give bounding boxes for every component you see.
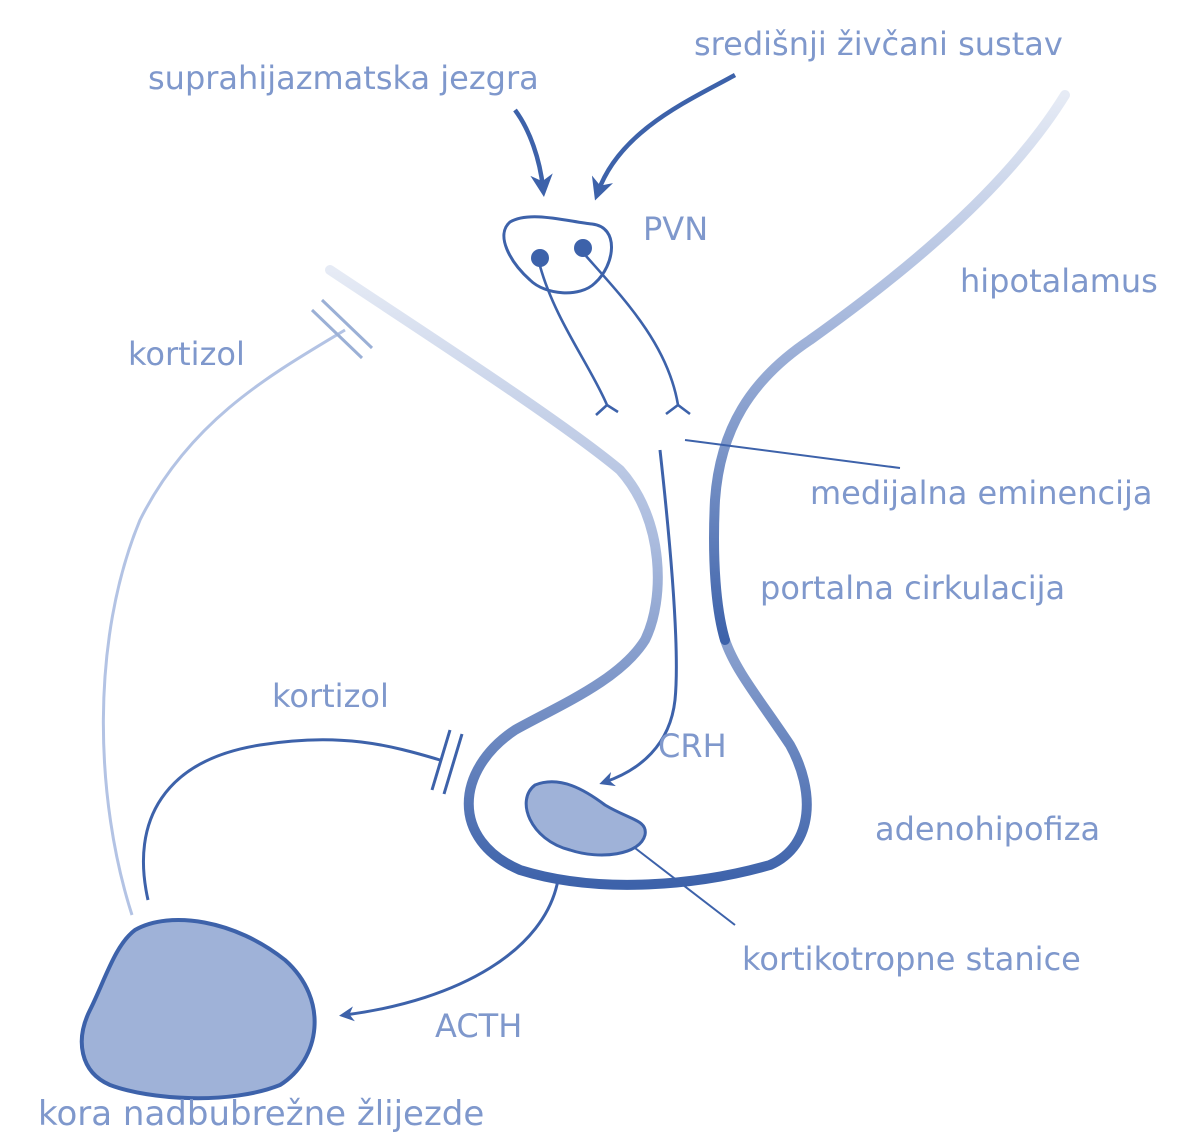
- label-acth: ACTH: [435, 1010, 522, 1042]
- label-crh: CRH: [658, 730, 727, 762]
- label-scn: suprahijazmatska jezgra: [148, 62, 539, 94]
- label-pvn: PVN: [643, 213, 708, 245]
- cns-arrow: [598, 75, 735, 192]
- pvn-nucleus: [504, 217, 612, 293]
- label-cns: središnji živčani sustav: [694, 28, 1063, 60]
- acth-arrow: [345, 880, 558, 1015]
- stalk-right-wall: [714, 95, 1065, 640]
- inhibition-bar-2a: [312, 310, 362, 358]
- scn-arrow: [515, 110, 543, 188]
- label-adenohypophysis: adenohipofiza: [875, 813, 1100, 845]
- cortisol-feedback-pituitary: [143, 740, 440, 900]
- label-corticotrophs: kortikotropne stanice: [742, 943, 1081, 975]
- adrenal-cortex-gland: [82, 920, 315, 1098]
- label-adrenal-cortex: kora nadbubrežne žlijezde: [38, 1097, 484, 1131]
- pvn-neuron-2: [574, 239, 592, 257]
- label-cortisol-mid: kortizol: [272, 680, 389, 712]
- pvn-neuron-1: [531, 249, 549, 267]
- cortisol-feedback-hypothalamus: [103, 330, 345, 915]
- axon-1-terminal: [596, 405, 618, 415]
- label-median-eminence: medijalna eminencija: [810, 477, 1153, 509]
- label-portal: portalna cirkulacija: [760, 572, 1065, 604]
- label-cortisol-top: kortizol: [128, 338, 245, 370]
- label-hypothalamus: hipotalamus: [960, 265, 1158, 297]
- corticotroph-cell: [526, 782, 645, 855]
- axon-2-terminal: [666, 405, 690, 414]
